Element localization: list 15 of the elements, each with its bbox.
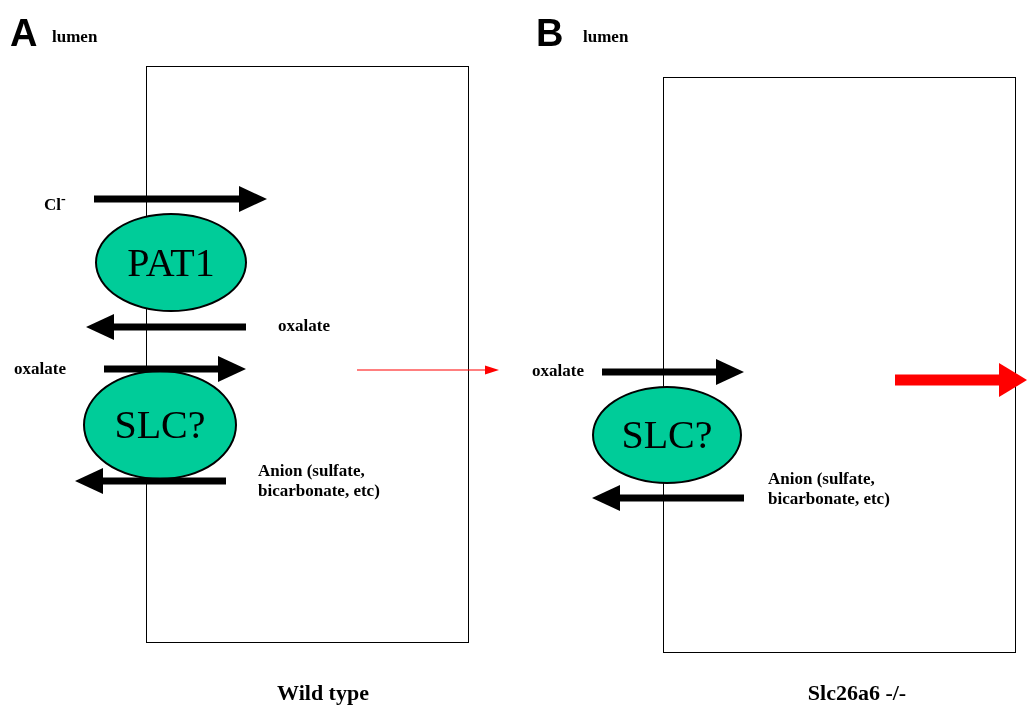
panel-caption: Wild type: [277, 680, 369, 706]
panel-caption: Slc26a6 -/-: [807, 680, 907, 706]
region-label: lumen: [583, 27, 629, 47]
transporter-name: SLC?: [621, 415, 713, 455]
transporter-name: SLC?: [114, 405, 206, 445]
ion-label: oxalate: [532, 361, 584, 381]
transporter-name: PAT1: [127, 242, 215, 283]
ion-label: oxalate: [278, 316, 330, 336]
panel-letter: B: [536, 12, 564, 55]
region-label: lumen: [52, 27, 98, 47]
panel-letter: A: [10, 12, 38, 55]
ion-label: Cl$^{-}$: [44, 190, 66, 215]
ion-label: Anion (sulfate, bicarbonate, etc): [258, 461, 381, 501]
ion-label: oxalate: [14, 359, 66, 379]
ion-label: Anion (sulfate, bicarbonate, etc): [768, 469, 891, 509]
